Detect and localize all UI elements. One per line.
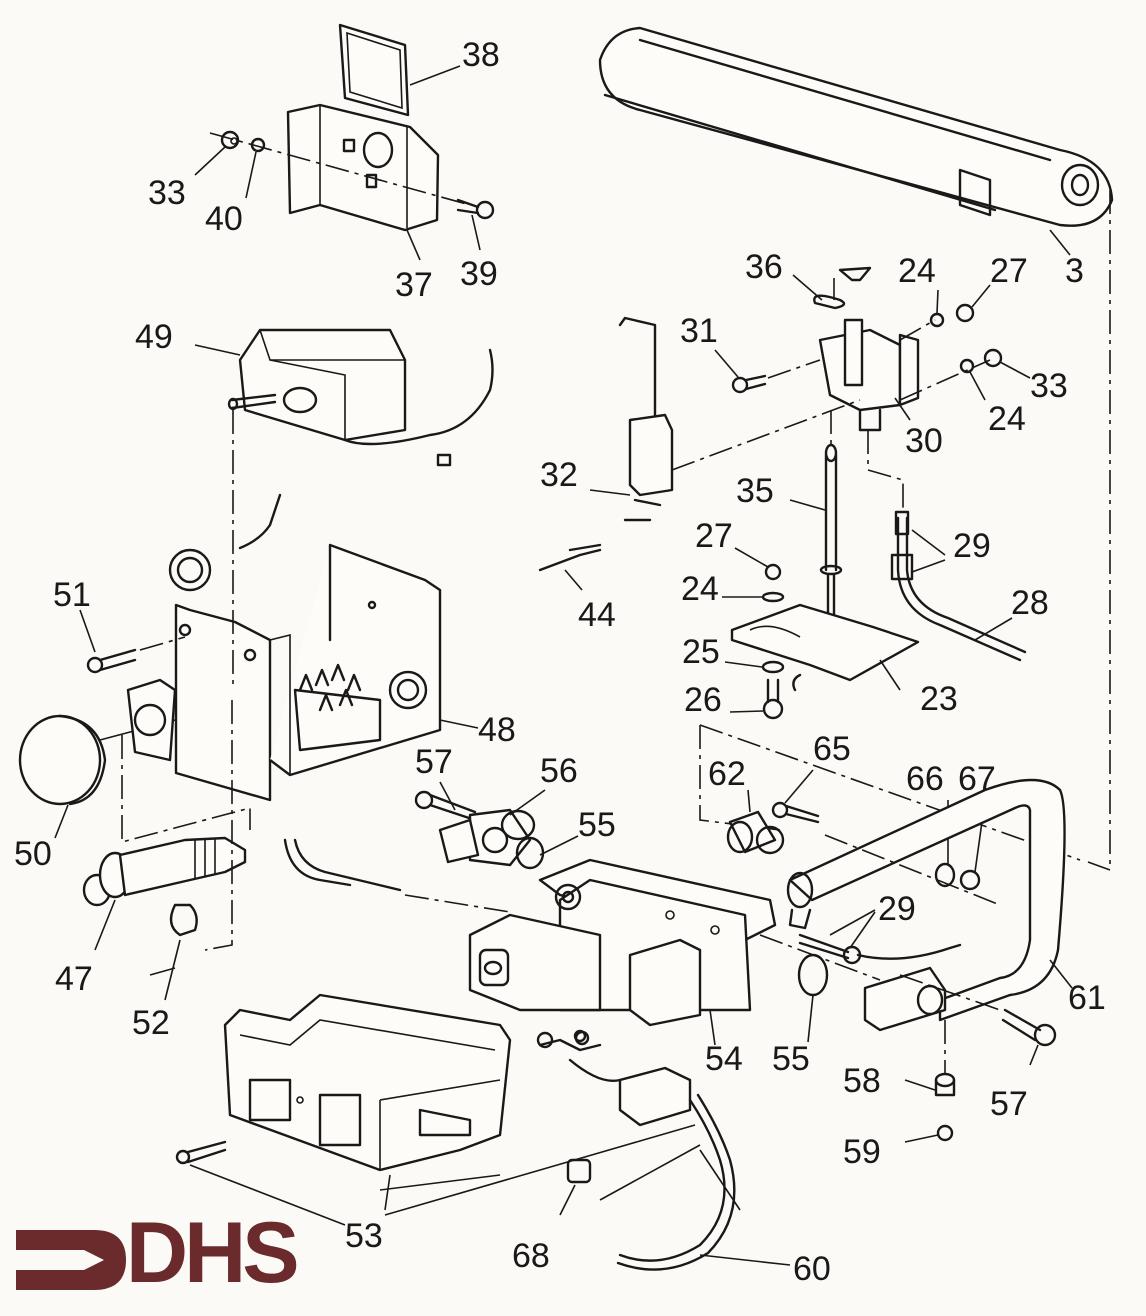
part-62-nozzle[interactable] [726,789,785,855]
label-62: 62 [708,755,746,793]
label-60: 60 [793,1250,831,1288]
part-24-lockwasher-c[interactable] [722,591,785,603]
label-27-b: 27 [695,517,733,555]
label-55-b: 55 [772,1040,810,1078]
part-61-burner-tube[interactable] [786,778,1073,1032]
part-54-leader [709,1009,716,1046]
part-59-screw[interactable] [904,1124,954,1143]
label-26: 26 [684,681,722,719]
mounting-flange [126,678,177,762]
dhs-logo-text: DHS [126,1205,300,1301]
label-61: 61 [1068,979,1106,1017]
part-39-screw[interactable] [456,198,495,251]
part-29-fitting-b[interactable] [798,909,962,965]
part-33-nut-b[interactable] [983,348,1031,379]
lock-nut [168,493,282,592]
part-47-igniter[interactable] [82,836,247,951]
label-25: 25 [682,633,720,671]
label-47: 47 [55,960,93,998]
label-58: 58 [843,1062,881,1100]
label-57-a: 57 [415,743,453,781]
part-60-harness[interactable] [538,1030,791,1271]
part-58-fitting[interactable] [904,1020,956,1097]
label-29-a: 29 [953,527,991,565]
label-57-b: 57 [990,1085,1028,1123]
label-48: 48 [478,711,516,749]
label-50: 50 [14,835,52,873]
label-67: 67 [958,760,996,798]
label-32: 32 [540,456,578,494]
part-52-clip[interactable] [149,700,233,1001]
part-24-lockwasher-b[interactable] [959,358,986,401]
label-24-b: 24 [988,400,1026,438]
part-38-gasket[interactable] [338,23,461,117]
label-59: 59 [843,1133,881,1171]
part-65-bolt[interactable] [771,769,820,824]
label-65: 65 [813,730,851,768]
part-32-electrode[interactable] [589,316,861,522]
part-55-oring-a[interactable] [515,835,579,870]
part-25-washer[interactable] [724,660,785,674]
part-26-bolt[interactable] [729,678,784,720]
label-30: 30 [905,422,943,460]
part-48-control-bracket[interactable] [174,543,479,802]
part-57-bolt-a[interactable] [414,781,477,822]
part-44-lead[interactable] [538,543,602,591]
valve-screw[interactable] [536,1029,587,1049]
label-54: 54 [705,1040,743,1078]
label-24-c: 24 [681,570,719,608]
label-53: 53 [345,1217,383,1255]
label-38: 38 [462,36,500,74]
part-29-fitting-a[interactable] [867,430,946,581]
part-68-grommet[interactable] [559,1158,592,1216]
thermocouple-wire [283,838,511,913]
label-51: 51 [53,576,91,614]
part-35-thermocouple[interactable] [789,410,843,637]
cover-screw[interactable] [175,1140,346,1226]
part-27-nut-b[interactable] [734,547,782,581]
part-51-screw[interactable] [79,609,186,674]
label-33-top: 33 [148,174,186,212]
label-3: 3 [1065,252,1084,290]
label-66: 66 [906,760,944,798]
label-37: 37 [395,266,433,304]
label-23: 23 [920,680,958,718]
label-39: 39 [460,255,498,293]
part-36-clip[interactable] [792,274,846,310]
label-68: 68 [512,1237,550,1275]
part-24-lockwasher-a[interactable] [929,289,945,328]
label-44: 44 [578,596,616,634]
label-27-a: 27 [990,252,1028,290]
label-33-right: 33 [1030,367,1068,405]
dhs-logo-arrow-icon [16,1230,126,1290]
label-31: 31 [680,312,718,350]
label-52: 52 [132,1004,170,1042]
part-30-pilot-bracket[interactable] [818,266,920,432]
label-49: 49 [135,318,173,356]
label-24-a: 24 [898,252,936,290]
label-55-a: 55 [578,806,616,844]
label-28: 28 [1011,584,1049,622]
label-36: 36 [745,248,783,286]
part-57-bolt-b[interactable] [899,974,1057,1066]
part-37-bracket[interactable] [286,103,440,261]
part-50-knob[interactable] [18,714,176,839]
part-28-pilot-tube[interactable] [896,516,1027,662]
part-56-inlet-fitting[interactable] [438,789,546,867]
part-49-thermostat[interactable] [194,328,494,467]
part-27-nut-a[interactable] [955,284,991,323]
part-55-oring-b[interactable] [797,953,829,1043]
part-53-leaders [379,1124,696,1216]
label-56: 56 [540,752,578,790]
label-35: 35 [736,472,774,510]
part-53-cover[interactable] [223,993,512,1211]
label-29-b: 29 [878,890,916,928]
label-40: 40 [205,200,243,238]
gas-valve[interactable] [468,858,881,1027]
part-33-nut-top[interactable] [194,130,240,176]
part-31-screw[interactable] [714,349,821,394]
part-3-housing[interactable] [598,26,1114,256]
part-23-pilot-shield[interactable] [730,603,920,692]
